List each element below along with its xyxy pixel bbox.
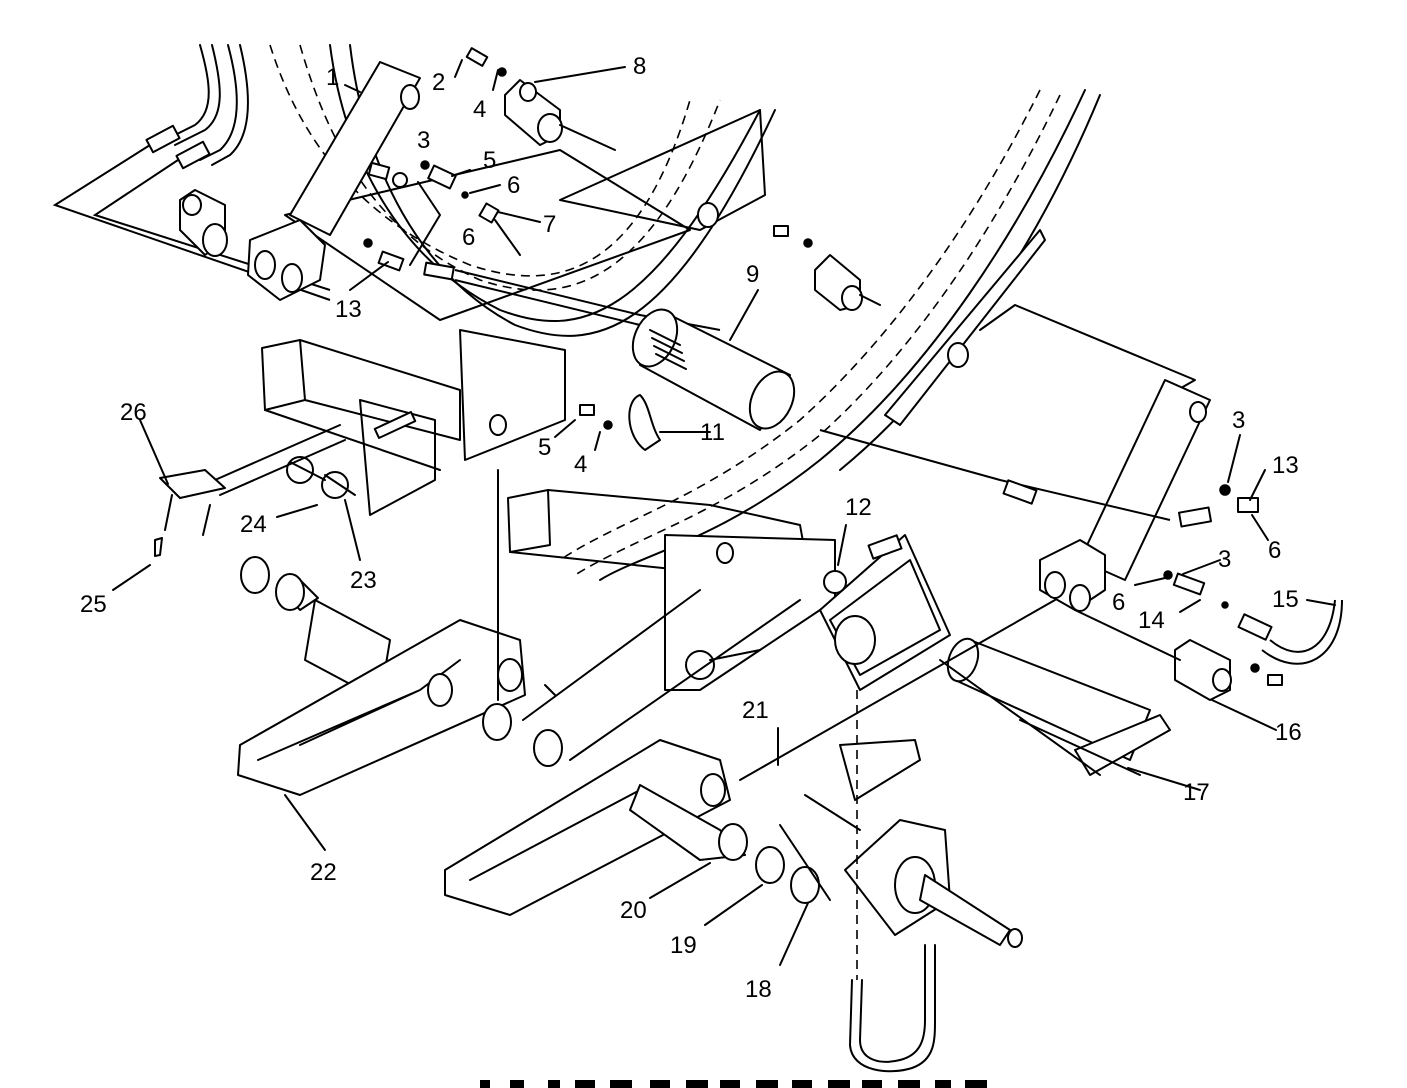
callout-21: 21 [742,697,769,724]
hydraulic-hoses [52,44,331,301]
callout-6: 6 [507,172,520,199]
callout-4b: 4 [574,451,587,478]
part-22-arm-left [237,556,563,796]
callout-3c: 3 [1218,546,1231,573]
crossbar-left [261,329,566,516]
callout-2: 2 [432,69,445,96]
fittings-right [819,429,1343,665]
callout-labels: 1 2 3 4 5 6 7 8 6 9 13 5 4 11 26 24 23 2… [80,53,1302,1003]
callout-5b: 5 [538,434,551,461]
callout-20: 20 [620,897,647,924]
callout-13: 13 [335,296,362,323]
callout-12: 12 [845,494,872,521]
callout-9: 9 [746,261,759,288]
pivot-pin-left [179,189,228,257]
fittings-upper [363,160,721,331]
callout-19: 19 [670,932,697,959]
callout-4: 4 [473,96,486,123]
callout-18: 18 [745,976,772,1003]
callout-8: 8 [633,53,646,80]
callout-16: 16 [1275,719,1302,746]
callout-13b: 13 [1272,452,1299,479]
callout-23: 23 [350,567,377,594]
callout-24: 24 [240,511,267,538]
callout-22: 22 [310,859,337,886]
callout-6b: 6 [462,224,475,251]
callout-14: 14 [1138,607,1165,634]
callout-6c: 6 [1268,537,1281,564]
callout-1: 1 [326,64,339,91]
callout-3: 3 [417,127,430,154]
center-crossbar [507,489,951,691]
callout-11: 11 [700,419,725,446]
part-17-bar [946,637,1171,776]
callout-26: 26 [120,399,147,426]
leader-lines [112,59,1336,966]
part-20-arm-right [444,739,820,916]
part-1-mount [247,61,421,301]
callout-15: 15 [1272,586,1299,613]
callout-17: 17 [1183,779,1210,806]
callout-6d: 6 [1112,589,1125,616]
part-16-pin [1174,639,1283,701]
callout-3b: 3 [1232,407,1245,434]
part-8-pin [465,47,616,151]
alignment-lines [497,469,1181,901]
part-26-plate [154,424,346,557]
pivot-pin-right-upper [773,225,881,311]
spindle-assembly [839,690,1023,1073]
footer-caption-cutoff [480,1080,987,1088]
callout-5: 5 [483,147,496,174]
callout-7: 7 [543,211,556,238]
right-bracket-plate [884,229,1211,612]
cross-member [284,109,766,321]
part-9-tube [631,308,796,431]
callout-25: 25 [80,591,107,618]
part-11-clip [579,394,661,451]
